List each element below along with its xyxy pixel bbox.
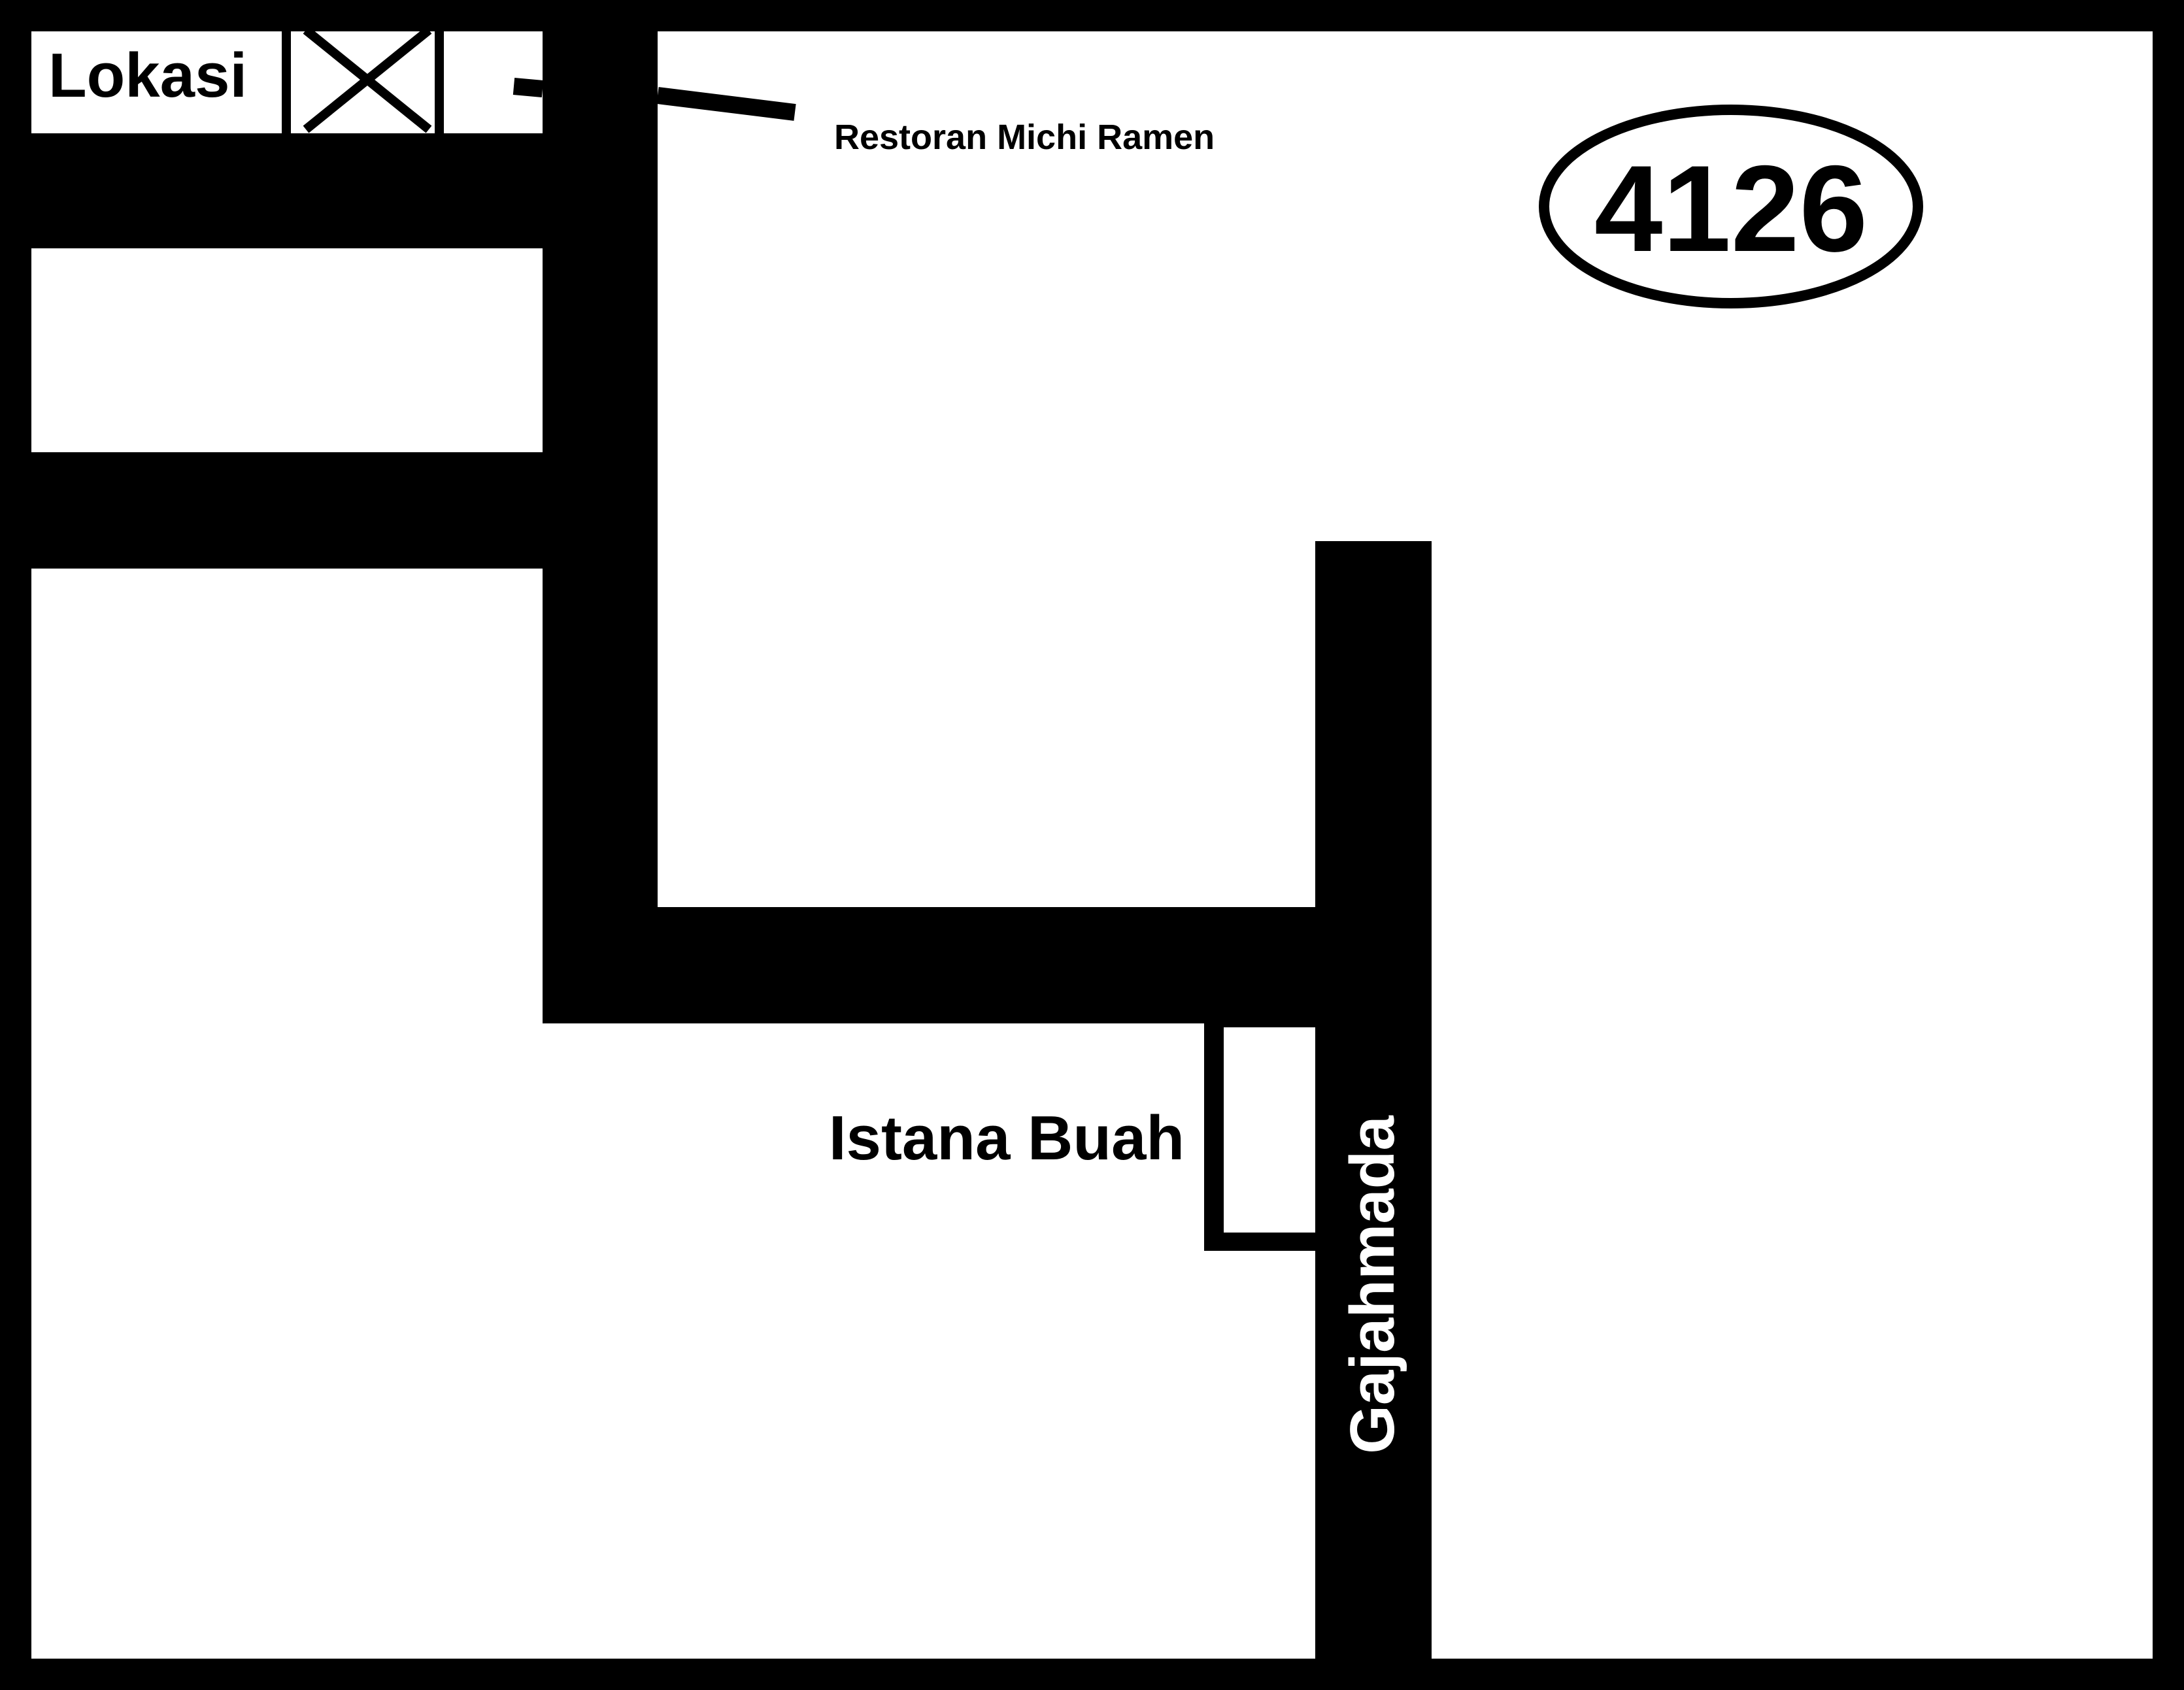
number-badge: 4126 [1594,140,1868,277]
street-label-gajahmada: Gajahmada [1337,1116,1407,1454]
shop-label-istana-buah: Istana Buah [829,1103,1184,1173]
road-vertical-left-main [543,0,658,1023]
location-cross-marker-icon [282,26,444,133]
road-connector-horizontal [543,907,1432,1023]
location-label: Lokasi [48,41,247,110]
road-network [0,0,1432,1690]
road-gajahmada [1315,541,1432,1690]
restaurant-pointer-icon [512,78,796,121]
restaurant-label: Restoran Michi Ramen [834,118,1215,157]
istana-buah-building [1204,1023,1315,1251]
number-badge-outline [1539,105,1923,308]
